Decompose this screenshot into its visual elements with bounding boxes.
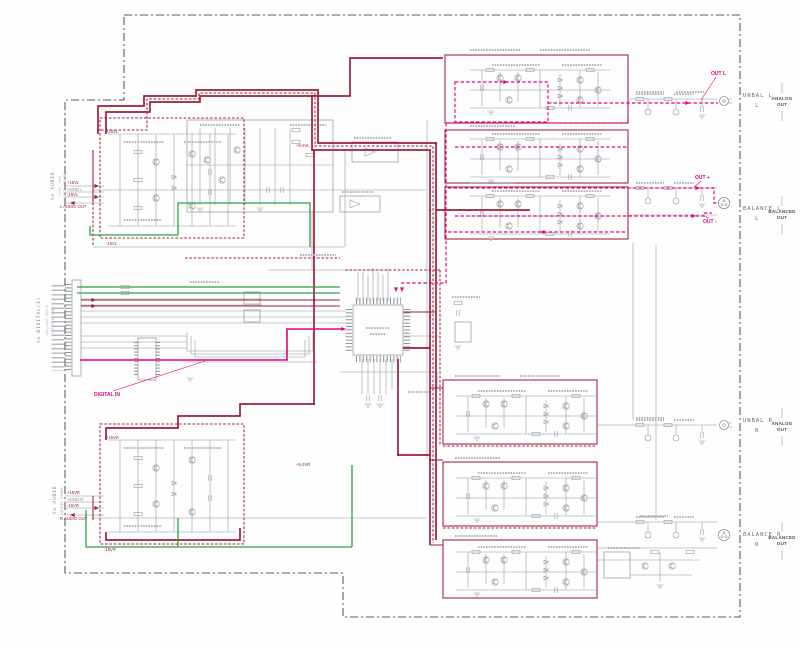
output-labels: UNBAL L L ANALOG OUT BALANCE L L BALANCE… <box>743 83 796 560</box>
svg-text:BALANCED: BALANCED <box>768 535 796 540</box>
svg-text:ANALOG: ANALOG <box>771 421 792 426</box>
svg-text:-15VR: -15VR <box>67 503 79 508</box>
amp-blocks-left <box>444 54 629 241</box>
power-block-left-bottom <box>99 423 245 545</box>
output-label-unbal-r: UNBAL R R ANALOG OUT <box>743 408 793 446</box>
unbal-l-label: UNBAL L <box>743 93 773 99</box>
dac-chip <box>345 296 480 408</box>
gray-wiring <box>65 120 717 549</box>
svg-text:R AUDIO OUT: R AUDIO OUT <box>60 516 88 521</box>
svg-text:-15VL: -15VL <box>106 241 118 246</box>
to-audio-bottom-label: to AUDIO <box>52 486 58 515</box>
svg-text:R: R <box>755 428 759 434</box>
output-label-balance-l: BALANCE L L BALANCED OUT <box>743 196 796 234</box>
svg-text:-15VR: -15VR <box>104 547 116 552</box>
svg-text:AGND R: AGND R <box>67 497 83 502</box>
signal-labels: OUT L OUT + OUT - DIGITAL IN <box>94 71 726 398</box>
digital-in-label: DIGITAL IN <box>94 392 120 398</box>
top-center-circuit <box>186 119 399 213</box>
to-digital-label: to DIGITAL(1) <box>36 297 42 343</box>
out-l-label: OUT L <box>711 71 726 77</box>
svg-text:-15VL: -15VL <box>67 192 79 197</box>
balance-r-label: BALANCE R <box>743 532 781 538</box>
svg-text:+5L,+5V,CKCLK: +5L,+5V,CKCLK <box>45 305 49 335</box>
green-routing <box>77 202 353 548</box>
amp-blocks-right <box>442 379 598 599</box>
svg-text:(AUDIO BOARD): (AUDIO BOARD) <box>63 171 67 201</box>
balance-l-label: BALANCE L <box>743 206 781 212</box>
svg-text:AGND L: AGND L <box>67 187 83 192</box>
svg-text:(SYSTEM CON): (SYSTEM CON) <box>51 306 55 334</box>
out-minus-label: OUT - <box>703 219 717 225</box>
svg-text:L: L <box>755 216 759 222</box>
svg-text:(AUDIO POWER): (AUDIO POWER) <box>60 485 64 515</box>
svg-text:ANALOG: ANALOG <box>771 96 792 101</box>
svg-text:OUT: OUT <box>777 102 787 107</box>
unbal-r-label: UNBAL R <box>743 418 773 424</box>
svg-text:BALANCED: BALANCED <box>768 209 796 214</box>
power-block-left-top <box>99 117 245 239</box>
svg-text:+5-3VL: +5-3VL <box>296 143 310 148</box>
power-routing-maroon <box>70 57 597 599</box>
signal-path-magenta <box>80 76 719 392</box>
page-border <box>64 14 741 618</box>
svg-text:OUT: OUT <box>777 541 787 546</box>
output-label-unbal-l: UNBAL L L ANALOG OUT <box>743 83 793 121</box>
svg-text:+15VR: +15VR <box>106 435 119 440</box>
output-label-balance-r: BALANCE R R BALANCED OUT <box>743 522 796 560</box>
svg-text:OUT: OUT <box>777 215 787 220</box>
svg-text:+15VR: +15VR <box>67 490 80 495</box>
svg-text:L AUDIO OUT: L AUDIO OUT <box>60 204 87 209</box>
svg-text:+15VL: +15VL <box>106 129 119 134</box>
svg-text:R: R <box>755 542 759 548</box>
side-labels: to AUDIO +15V,-15V (AUDIO BOARD) to DIGI… <box>36 171 67 515</box>
out-plus-label: OUT + <box>695 175 710 181</box>
digital-input-connector <box>51 279 261 382</box>
svg-text:+15VL: +15VL <box>67 180 80 185</box>
unbal-l-channel: L <box>755 103 759 109</box>
output-networks <box>597 94 733 589</box>
svg-text:OUT: OUT <box>777 427 787 432</box>
to-audio-top-label: to AUDIO <box>50 172 56 201</box>
component-value-greeking <box>190 49 704 537</box>
svg-text:+15V,-15V: +15V,-15V <box>58 176 62 197</box>
svg-text:+5-3VR: +5-3VR <box>296 462 310 467</box>
rail-labels: +15VL -15VL +15VR -15VR +15VL AGND L -15… <box>60 129 310 552</box>
